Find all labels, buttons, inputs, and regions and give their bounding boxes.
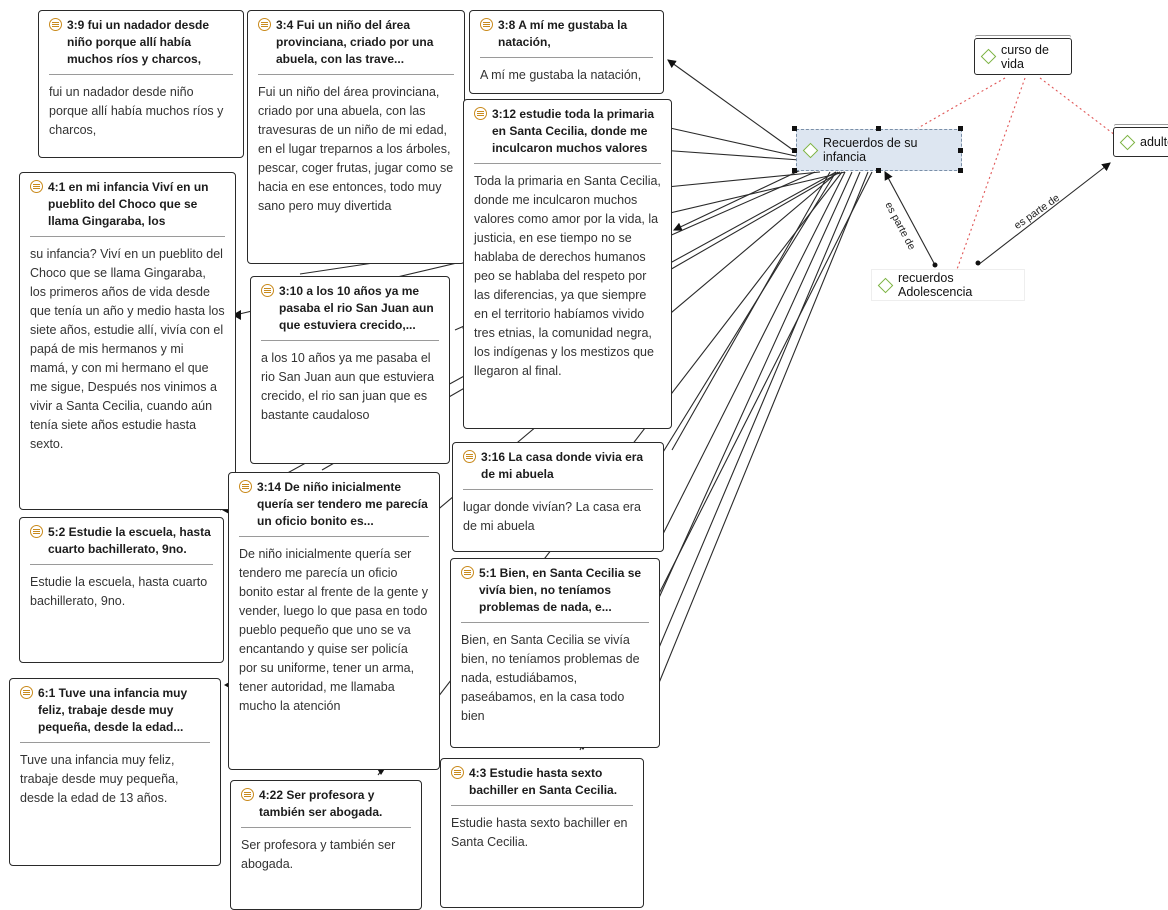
selection-handle[interactable] [792,148,797,153]
selection-handle[interactable] [958,148,963,153]
quote-card-6-1[interactable]: 6:1 Tuve una infancia muy feliz, trabaje… [9,678,221,866]
quote-body: lugar donde vivían? La casa era de mi ab… [463,500,641,533]
quote-body: De niño inicialmente quería ser tendero … [239,547,429,713]
quote-card-3-8[interactable]: 3:8 A mí me gustaba la natación, A mí me… [469,10,664,94]
code-label: recuerdos Adolescencia [898,271,973,299]
quote-card-5-1[interactable]: 5:1 Bien, en Santa Cecilia se vivía bien… [450,558,660,748]
quote-card-4-3[interactable]: 4:3 Estudie hasta sexto bachiller en San… [440,758,644,908]
divider [49,74,233,75]
divider [261,340,439,341]
quote-title: 3:4 Fui un niño del área provinciana, cr… [276,18,434,66]
quote-card-3-14[interactable]: 3:14 De niño inicialmente quería ser ten… [228,472,440,770]
quote-title: 6:1 Tuve una infancia muy feliz, trabaje… [38,686,188,734]
quote-body: A mí me gustaba la natación, [480,68,642,82]
quote-body: Ser profesora y también ser abogada. [241,838,396,871]
quote-body: Estudie la escuela, hasta cuarto bachill… [30,575,208,608]
quotation-icon [480,18,493,31]
divider [241,827,411,828]
code-recuerdos-adolescencia[interactable]: recuerdos Adolescencia [872,270,1024,300]
selection-handle[interactable] [958,168,963,173]
quote-title: 3:12 estudie toda la primaria en Santa C… [492,107,655,155]
code-icon [877,277,894,293]
quote-title: 3:14 De niño inicialmente quería ser ten… [257,480,428,528]
selection-handle[interactable] [792,126,797,131]
quote-title: 5:2 Estudie la escuela, hasta cuarto bac… [48,525,211,556]
quotation-icon [49,18,62,31]
divider [463,489,653,490]
quotation-icon [261,284,274,297]
quotation-icon [451,766,464,779]
quote-title: 4:1 en mi infancia Viví en un pueblito d… [48,180,209,228]
quote-body: Tuve una infancia muy feliz, trabaje des… [20,753,179,805]
quote-title: 5:1 Bien, en Santa Cecilia se vivía bien… [479,566,642,614]
selection-handle[interactable] [958,126,963,131]
quote-title: 3:8 A mí me gustaba la natación, [498,18,628,49]
quote-card-3-12[interactable]: 3:12 estudie toda la primaria en Santa C… [463,99,672,429]
selection-handle[interactable] [876,168,881,173]
divider [451,805,633,806]
quotation-icon [30,180,43,193]
quotation-icon [474,107,487,120]
quote-body: su infancia? Viví en un pueblito del Cho… [30,247,225,451]
quote-title: 3:9 fui un nadador desde niño porque all… [67,18,210,66]
code-icon [980,48,997,65]
quote-card-4-22[interactable]: 4:22 Ser profesora y también ser abogada… [230,780,422,910]
quotation-icon [461,566,474,579]
quote-body: Toda la primaria en Santa Cecilia, donde… [474,174,661,378]
quote-body: Estudie hasta sexto bachiller en Santa C… [451,816,628,849]
quote-title: 3:16 La casa donde vivia era de mi abuel… [481,450,644,481]
code-icon [802,142,819,158]
divider [30,236,225,237]
quotation-icon [241,788,254,801]
quote-body: a los 10 años ya me pasaba el rio San Ju… [261,351,435,422]
divider [20,742,210,743]
code-curso-de-vida[interactable]: curso de vida [974,38,1072,75]
divider [474,163,661,164]
divider [480,57,653,58]
code-recuerdos-de-su-infancia[interactable]: Recuerdos de su infancia [796,129,962,171]
code-label: Recuerdos de su infancia [823,136,918,164]
quote-body: fui un nadador desde niño porque allí ha… [49,85,224,137]
quote-card-3-9[interactable]: 3:9 fui un nadador desde niño porque all… [38,10,244,158]
quote-body: Fui un niño del área provinciana, criado… [258,85,454,213]
quote-card-4-1[interactable]: 4:1 en mi infancia Viví en un pueblito d… [19,172,236,510]
code-label: adulte [1140,135,1168,149]
quote-card-3-10[interactable]: 3:10 a los 10 años ya me pasaba el rio S… [250,276,450,464]
divider [30,564,213,565]
divider [258,74,454,75]
quote-title: 4:3 Estudie hasta sexto bachiller en San… [469,766,618,797]
selection-handle[interactable] [792,168,797,173]
divider [461,622,649,623]
quote-card-3-16[interactable]: 3:16 La casa donde vivia era de mi abuel… [452,442,664,552]
code-icon [1119,134,1136,150]
quotation-icon [239,480,252,493]
quote-title: 4:22 Ser profesora y también ser abogada… [259,788,383,819]
code-label: curso de vida [1001,42,1049,71]
divider [239,536,429,537]
quote-title: 3:10 a los 10 años ya me pasaba el rio S… [279,284,434,332]
quotation-icon [30,525,43,538]
quote-body: Bien, en Santa Cecilia se vivía bien, no… [461,633,640,723]
quote-card-3-4[interactable]: 3:4 Fui un niño del área provinciana, cr… [247,10,465,264]
selection-handle[interactable] [876,126,881,131]
code-adulte[interactable]: adulte [1113,127,1168,157]
quote-card-5-2[interactable]: 5:2 Estudie la escuela, hasta cuarto bac… [19,517,224,663]
quotation-icon [463,450,476,463]
quotation-icon [258,18,271,31]
quotation-icon [20,686,33,699]
